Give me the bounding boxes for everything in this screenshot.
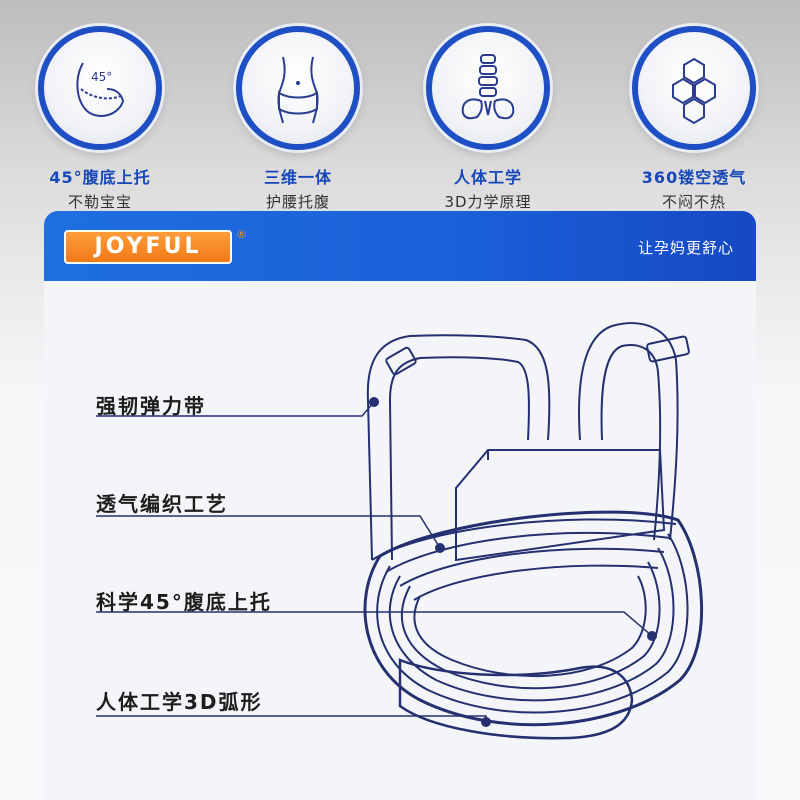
spine-icon bbox=[461, 54, 515, 120]
callout-label: 透气编织工艺 bbox=[96, 492, 228, 516]
feature-belly-lift: 45° 45°腹底上托 不勒宝宝 bbox=[10, 26, 190, 212]
callout-label: 强韧弹力带 bbox=[96, 394, 206, 418]
left-strap bbox=[366, 334, 551, 561]
feature-subtitle: 3D力学原理 bbox=[444, 193, 532, 211]
svg-text:45°: 45° bbox=[91, 70, 112, 84]
feature-title: 360镂空透气 bbox=[641, 168, 747, 187]
feature-title: 人体工学 bbox=[453, 168, 522, 187]
feature-title: 三维一体 bbox=[263, 168, 332, 187]
feature-row: 45° 45°腹底上托 不勒宝宝 三维一体 护腰托腹 bbox=[0, 0, 800, 211]
back-panel bbox=[455, 449, 666, 562]
feature-badge bbox=[632, 26, 756, 150]
belly-45-icon: 45° bbox=[76, 62, 125, 117]
feature-3d-integrated: 三维一体 护腰托腹 bbox=[208, 26, 388, 212]
brand-logo: JOYFUL bbox=[64, 230, 232, 264]
callout-label: 科学45°腹底上托 bbox=[96, 590, 272, 614]
feature-subtitle: 不闷不热 bbox=[661, 193, 726, 211]
feature-badge bbox=[236, 26, 360, 150]
waist-icon bbox=[277, 56, 319, 124]
callout-label: 人体工学3D弧形 bbox=[96, 690, 263, 714]
right-buckle bbox=[646, 335, 690, 363]
left-buckle bbox=[385, 346, 417, 376]
panel-header: JOYFUL ® 让孕妈更舒心 bbox=[44, 211, 756, 281]
right-strap bbox=[578, 322, 679, 541]
feature-ergonomics: 人体工学 3D力学原理 bbox=[398, 26, 578, 212]
feature-title: 45°腹底上托 bbox=[49, 168, 151, 187]
callout-line bbox=[96, 611, 653, 637]
callout-line bbox=[96, 515, 441, 549]
front-lift-panel bbox=[398, 658, 634, 740]
feature-breathable: 360镂空透气 不闷不热 bbox=[604, 26, 784, 212]
registered-mark: ® bbox=[236, 228, 247, 241]
feature-badge bbox=[426, 26, 550, 150]
callout-line bbox=[96, 401, 375, 417]
feature-badge: 45° bbox=[38, 26, 162, 150]
feature-subtitle: 护腰托腹 bbox=[265, 193, 330, 211]
honeycomb-icon bbox=[672, 57, 716, 125]
belt-outer bbox=[363, 510, 703, 727]
feature-subtitle: 不勒宝宝 bbox=[67, 193, 132, 211]
slogan: 让孕妈更舒心 bbox=[637, 239, 734, 257]
